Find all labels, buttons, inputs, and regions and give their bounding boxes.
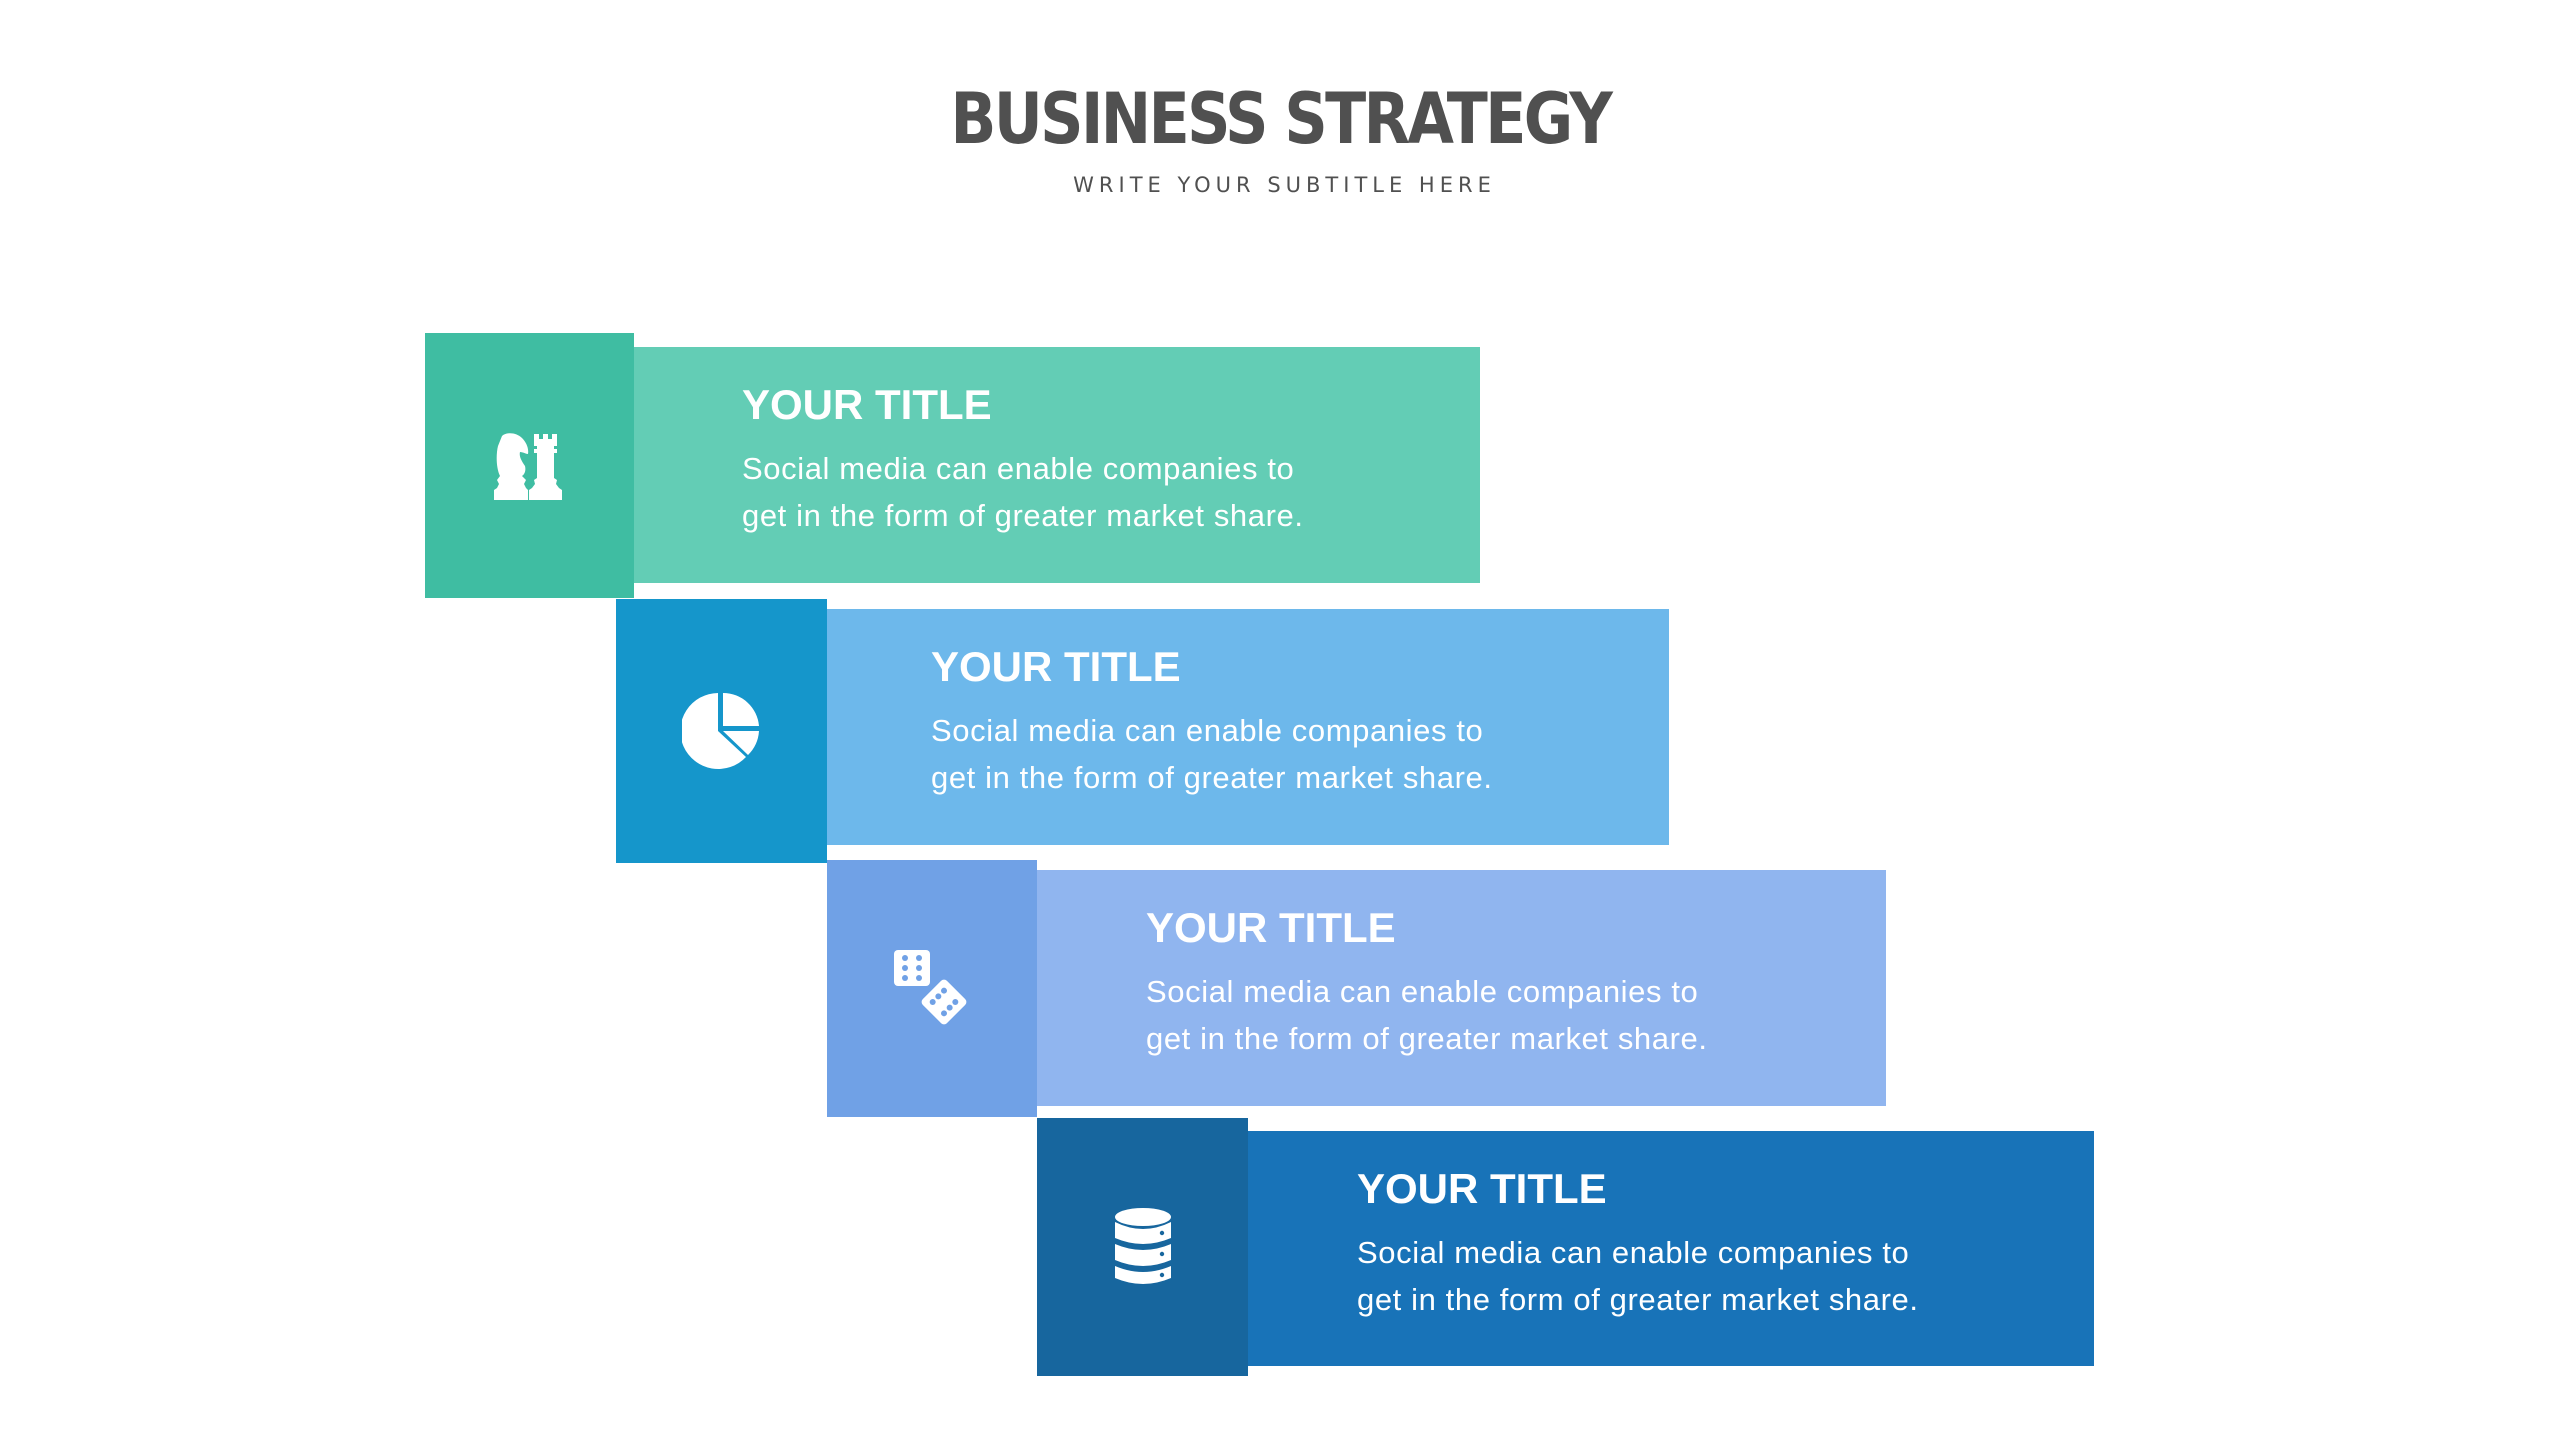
step-1-description: Social media can enable companies to get… [742, 451, 1304, 533]
database-icon [1114, 1208, 1172, 1286]
step-3-icon-box [827, 860, 1037, 1117]
step-3-title: YOUR TITLE [1146, 904, 1396, 951]
step-4-description: Social media can enable companies to get… [1357, 1235, 1919, 1317]
step-2-title: YOUR TITLE [931, 643, 1181, 690]
step-4-title: YOUR TITLE [1357, 1165, 1607, 1212]
step-2-description: Social media can enable companies to get… [931, 713, 1493, 795]
step-2-icon-box [616, 599, 827, 863]
step-3-text-box: YOUR TITLE Social media can enable compa… [1037, 870, 1886, 1106]
step-1-text-box: YOUR TITLE Social media can enable compa… [633, 347, 1480, 583]
dice-icon [894, 949, 970, 1028]
step-1-title: YOUR TITLE [742, 381, 992, 428]
page-title: BUSINESS STRATEGY [950, 78, 1613, 160]
pie-chart-icon [681, 691, 762, 771]
step-2-text-box: YOUR TITLE Social media can enable compa… [822, 609, 1669, 845]
step-4-icon-box [1037, 1118, 1248, 1376]
step-1-icon-box [425, 333, 634, 598]
chess-pieces-icon [492, 432, 568, 500]
page-subtitle: WRITE YOUR SUBTITLE HERE [1073, 173, 1496, 197]
step-4-text-box: YOUR TITLE Social media can enable compa… [1248, 1131, 2094, 1366]
step-3-description: Social media can enable companies to get… [1146, 974, 1708, 1056]
